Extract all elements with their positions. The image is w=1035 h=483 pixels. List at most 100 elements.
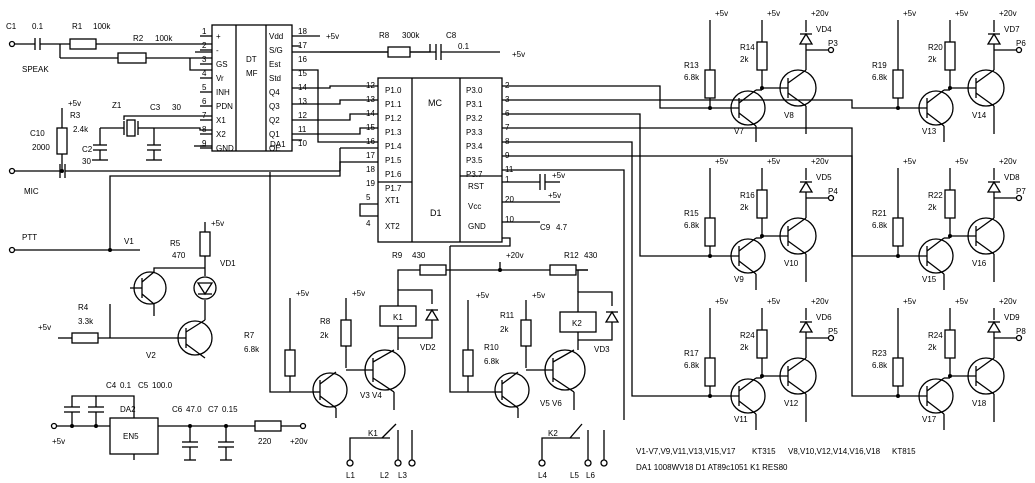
r4-supply: +5v — [38, 323, 51, 332]
ch2-rb-value: 6.8k — [872, 73, 888, 82]
ch5-q1-label: V11 — [734, 415, 748, 424]
ptt-section: PTT V1 R5 470 +5v VD1 V2 R4 3.3k +5v — [8, 161, 378, 360]
d1-gnd: GND — [468, 222, 486, 231]
rst-supply: +5v — [552, 171, 565, 180]
c4-value: 0.1 — [120, 381, 132, 390]
note-chips: DA1 1008WV18 D1 AT89c1051 K1 RES80 — [636, 463, 788, 472]
ch5-vd-supply: +20v — [811, 297, 829, 306]
r10-supply: +5v — [476, 291, 489, 300]
da1-vdd-supply: +5v — [326, 32, 339, 41]
da1-pinnum-right-4: 15 — [298, 69, 307, 78]
c8-value: 0.1 — [458, 42, 470, 51]
ch5-rb-supply: +5v — [715, 297, 728, 306]
r10-label: R10 — [484, 343, 499, 352]
mic-section: MIC C10 2000 +5v R3 2.4k C2 30 Z1 C3 30 — [8, 99, 378, 196]
ch4-rb-label: R21 — [872, 209, 887, 218]
d1-pin-left-6: P1.5 — [385, 156, 402, 165]
r7-supply: +5v — [296, 289, 309, 298]
d1-support: +5v +5v C9 4.7 — [359, 171, 568, 247]
c8-label: C8 — [446, 31, 457, 40]
da1-pinnum-left-5: 5 — [202, 83, 207, 92]
c4-label: C4 — [106, 381, 117, 390]
supply-out-5v: +5v — [52, 437, 65, 446]
ch5-rc-supply: +5v — [767, 297, 780, 306]
ch6-rb-label: R23 — [872, 349, 887, 358]
d1-vcc: Vcc — [468, 202, 481, 211]
d1-title: MC — [428, 98, 442, 108]
r12-value: 430 — [584, 251, 598, 260]
bus-da1-d1 — [292, 69, 378, 143]
ch3-q2-label: V10 — [784, 259, 799, 268]
d1-xt2: XT2 — [385, 222, 400, 231]
ch2-rb-supply: +5v — [903, 9, 916, 18]
r1-label: R1 — [72, 22, 83, 31]
d1-pin-left-3: P1.2 — [385, 114, 402, 123]
da1-pinnum-left-3: 3 — [202, 55, 207, 64]
c7-label: C7 — [208, 405, 219, 414]
ch2-rb-label: R19 — [872, 61, 887, 70]
d1-pinnum-left-6: 17 — [366, 151, 375, 160]
chip-d1: MC D1 P1.012P1.113P1.214P1.315P1.416P1.5… — [366, 77, 514, 243]
power-supply: +5v EN5 DA2 220 +20v C4 0.1 C5 100.0 C6 … — [50, 381, 308, 461]
ch1-rc-label: R14 — [740, 43, 755, 52]
d1-pinnum-left-7: 18 — [366, 165, 375, 174]
k2-coil-label: K2 — [572, 319, 582, 328]
c9-label: C9 — [540, 223, 551, 232]
v3v4-label: V3 V4 — [360, 391, 382, 400]
ch4-rc-value: 2k — [928, 203, 937, 212]
ch3-rb-label: R15 — [684, 209, 699, 218]
k1-coil-label: K1 — [393, 313, 403, 322]
vcc-supply: +5v — [548, 191, 561, 200]
ch4-q1-label: V15 — [922, 275, 937, 284]
ch2-vd-label: VD7 — [1004, 25, 1020, 34]
d1-pin-left-1: P1.0 — [385, 86, 402, 95]
output-channels: +5vR136.8kV7+5vR142kV8+20vVD4P3+5vR196.8… — [684, 9, 1026, 430]
da1-center-dt: DT — [246, 55, 257, 64]
d1-pin-left-7: P1.6 — [385, 170, 402, 179]
r1-value: 100k — [93, 22, 111, 31]
k1-contact-label: K1 — [368, 429, 378, 438]
da1-power-area: +5v R8 300k C8 0.1 +5v — [292, 31, 525, 60]
da1-pin-left-2: - — [216, 46, 219, 55]
ch3-rc-label: R16 — [740, 191, 755, 200]
r3-value: 2.4k — [73, 125, 89, 134]
ch5-rb-value: 6.8k — [684, 361, 700, 370]
r7-value: 6.8k — [244, 345, 260, 354]
ptt-label: PTT — [22, 233, 37, 242]
ch3-rc-value: 2k — [740, 203, 749, 212]
c10-label: C10 — [30, 129, 45, 138]
c1-value: 0.1 — [32, 22, 44, 31]
r2-label: R2 — [133, 34, 144, 43]
vd3-label: VD3 — [594, 345, 610, 354]
ch5-output-label: P5 — [828, 327, 838, 336]
r2-value: 100k — [155, 34, 173, 43]
note-kt315: KT315 — [752, 447, 776, 456]
ch6-q2-label: V18 — [972, 399, 987, 408]
ch3-output-label: P4 — [828, 187, 838, 196]
d1-pin-right-7: P3.7 — [466, 170, 483, 179]
da1-pin-right-9: OE — [269, 144, 281, 153]
da1-pin-left-5: INH — [216, 88, 230, 97]
da1-pinnum-right-1: 18 — [298, 27, 307, 36]
r5-value: 470 — [172, 251, 186, 260]
da1-pin-right-2: S/G — [269, 46, 283, 55]
note-kt815: KT815 — [892, 447, 916, 456]
da1-pinnum-left-6: 6 — [202, 97, 207, 106]
ch6-rb-supply: +5v — [903, 297, 916, 306]
c10-value: 2000 — [32, 143, 50, 152]
d1-pin-left-5: P1.4 — [385, 142, 402, 151]
r12-label: R12 — [564, 251, 579, 260]
da1-pinnum-right-7: 12 — [298, 111, 307, 120]
r8-label: R8 — [320, 317, 331, 326]
da1-pin-left-7: X1 — [216, 116, 226, 125]
ch5-rc-label: R24 — [740, 331, 755, 340]
da1-pinnum-right-6: 13 — [298, 97, 307, 106]
r3-supply: +5v — [68, 99, 81, 108]
ch4-rc-label: R22 — [928, 191, 943, 200]
ch6-output-label: P8 — [1016, 327, 1026, 336]
da1-pin-right-3: Est — [269, 60, 281, 69]
